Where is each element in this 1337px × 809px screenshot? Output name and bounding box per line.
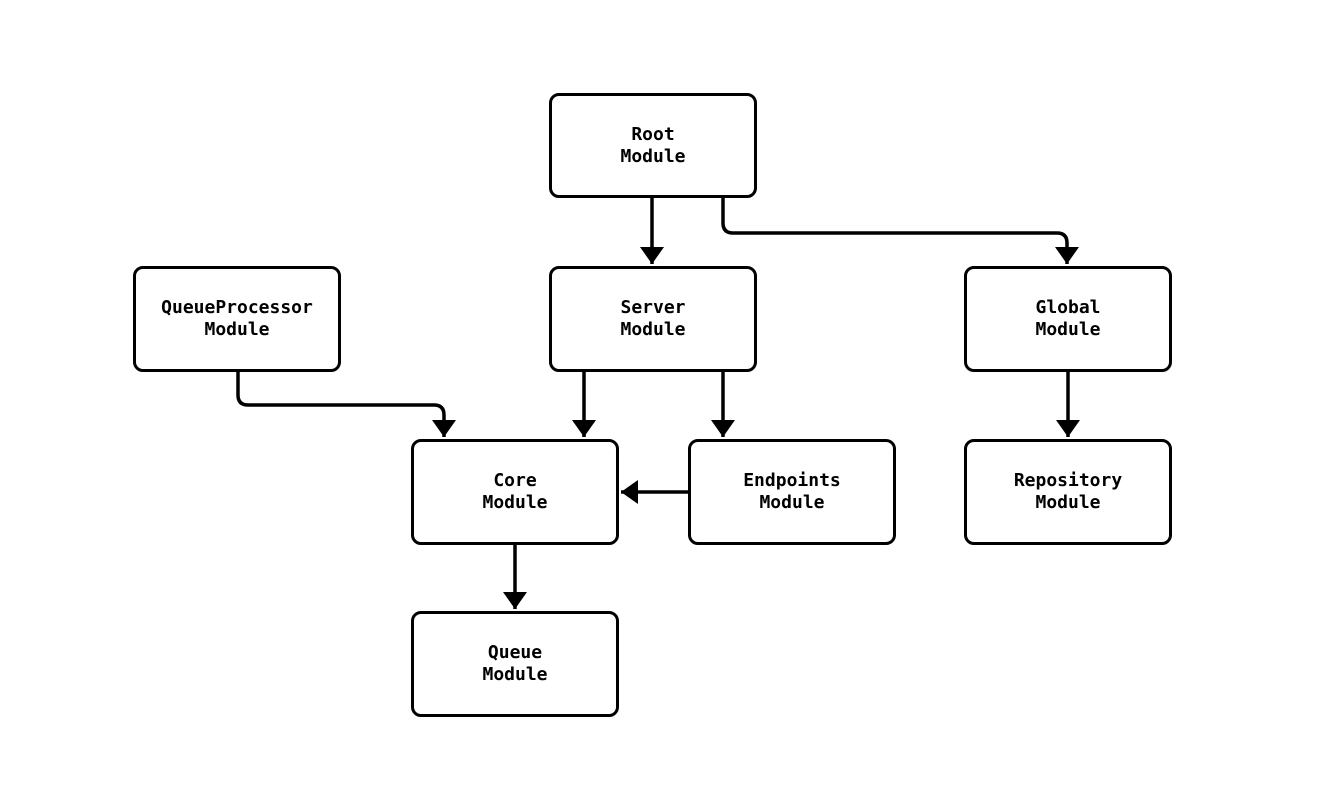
- edge-queueprocessor-to-core: [236, 372, 456, 437]
- node-core-module-label: Core Module: [482, 470, 548, 513]
- node-repository-module: Repository Module: [964, 439, 1172, 545]
- node-server-module-label: Server Module: [620, 297, 686, 340]
- node-repository-module-label: Repository Module: [1013, 470, 1123, 513]
- node-global-module: Global Module: [964, 266, 1172, 372]
- node-queue-module: Queue Module: [411, 611, 619, 717]
- node-queue-module-label: Queue Module: [482, 642, 548, 685]
- node-root-module-label: Root Module: [620, 123, 686, 167]
- node-global-module-label: Global Module: [1035, 297, 1101, 340]
- node-server-module: Server Module: [549, 266, 757, 372]
- node-queueprocessor-module: QueueProcessor Module: [133, 266, 341, 372]
- node-endpoints-module-label: Endpoints Module: [743, 470, 841, 513]
- node-root-module: Root Module: [549, 93, 757, 198]
- edge-root-to-global: [721, 198, 1079, 264]
- node-endpoints-module: Endpoints Module: [688, 439, 896, 545]
- node-queueprocessor-module-label: QueueProcessor Module: [161, 297, 313, 340]
- node-core-module: Core Module: [411, 439, 619, 545]
